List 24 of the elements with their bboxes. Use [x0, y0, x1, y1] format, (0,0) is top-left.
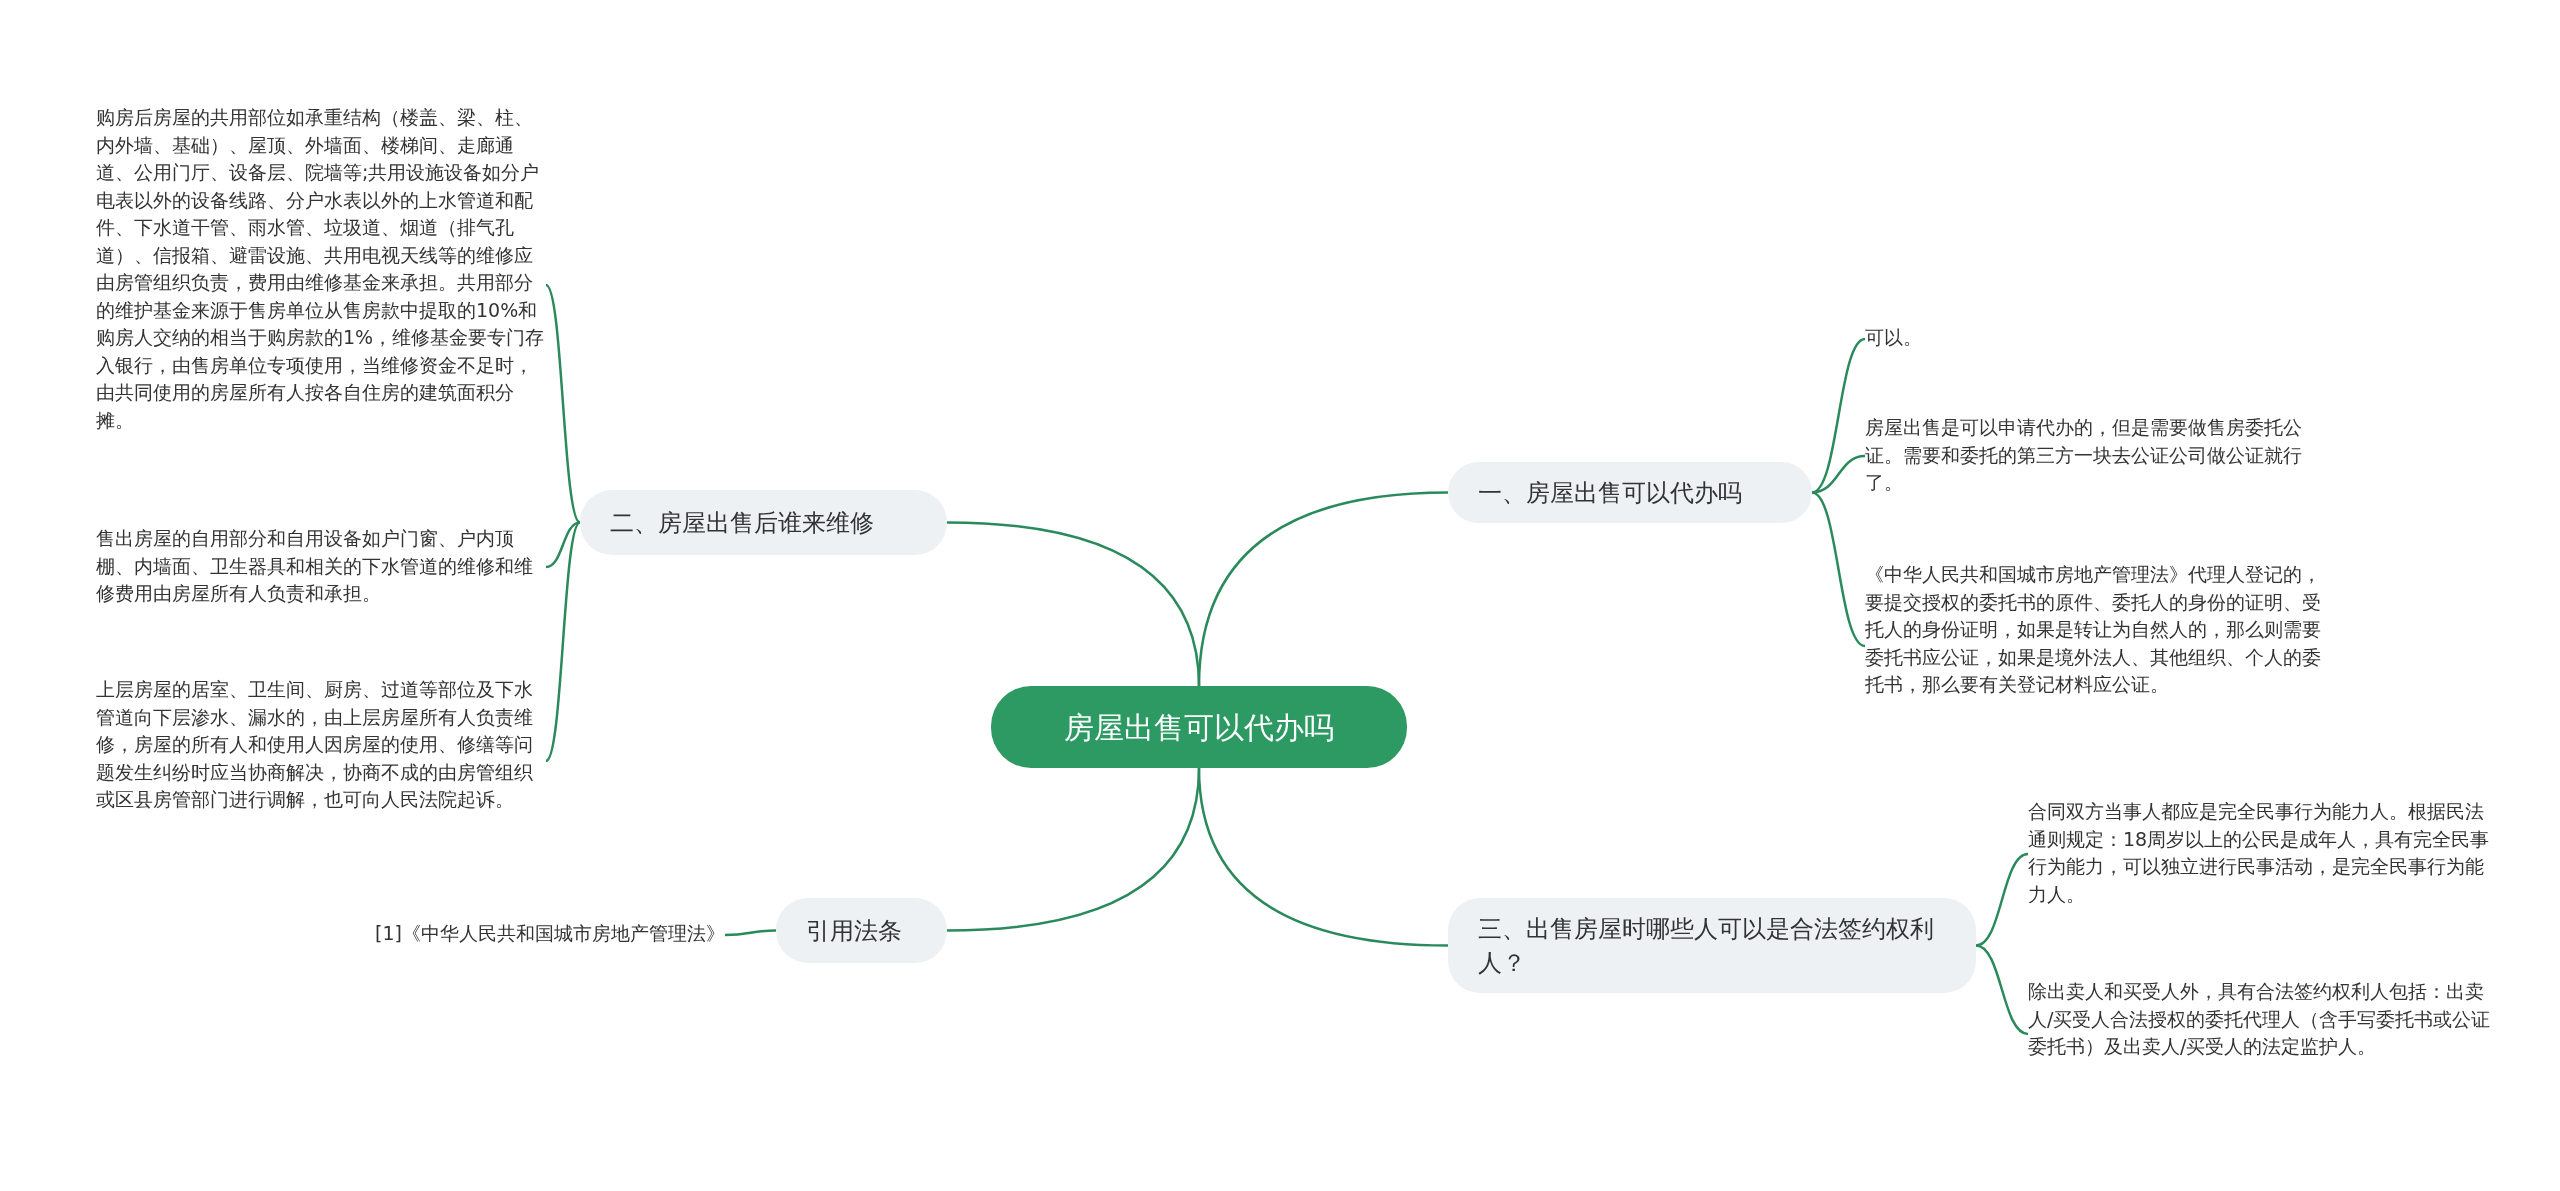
topic-pill: 一、房屋出售可以代办吗	[1448, 462, 1812, 523]
connector-line	[1975, 944, 2029, 1036]
connector-line	[946, 767, 1201, 932]
leaf-text: 上层房屋的居室、卫生间、厨房、过道等部位及下水管道向下层渗水、漏水的，由上层房屋所有人负责维修，房屋的所有人和使用人因房屋的使用、修缮等问题发生纠纷时应当协商解决，协商不成的由房管组织或区县房管部门进行调解，也可向人民法院起诉。	[96, 676, 546, 846]
leaf-text: 可以。	[1865, 324, 2325, 354]
leaf-text: 房屋出售是可以申请代办的，但是需要做售房委托公证。需要和委托的第三方一块去公证公司做公证就行了。	[1865, 414, 2325, 498]
connector-line	[946, 521, 1201, 687]
connector-line	[545, 521, 581, 569]
leaf-text: 除出卖人和买受人外，具有合法签约权利人包括：出卖人/买受人合法授权的委托代理人（含手写委托书或公证委托书）及出卖人/买受人的法定监护人。	[2028, 978, 2498, 1090]
topic-pill: 二、房屋出售后谁来维修	[580, 490, 947, 555]
connector-line	[725, 929, 776, 937]
connector-line	[1975, 852, 2029, 947]
leaf-text: 售出房屋的自用部分和自用设备如户门窗、户内顶棚、内墙面、卫生器具和相关的下水管道的维修和维修费用由房屋所有人负责和承担。	[96, 525, 546, 609]
leaf-text: [1]《中华人民共和国城市房地产管理法》	[320, 920, 725, 950]
leaf-text: 《中华人民共和国城市房地产管理法》代理人登记的，要提交授权的委托书的原件、委托人的身份的证明、受托人的身份证明，如果是转让为自然人的，那么则需要委托书应公证，如果是境外法人、其他组织、个人的委托书，那么要有关登记材料应公证。	[1865, 561, 2325, 731]
leaf-text: 合同双方当事人都应是完全民事行为能力人。根据民法通则规定：18周岁以上的公民是成年人，具有完全民事行为能力，可以独立进行民事活动，是完全民事行为能力人。	[2028, 798, 2498, 910]
connector-line	[1811, 491, 1866, 648]
central-topic: 房屋出售可以代办吗	[991, 686, 1407, 768]
connector-line	[545, 284, 581, 524]
connector-line	[1811, 454, 1866, 494]
leaf-text: 购房后房屋的共用部位如承重结构（楼盖、梁、柱、内外墙、基础）、屋顶、外墙面、楼梯间、走廊通道、公用门厅、设备层、院墙等;共用设施设备如分户电表以外的设备线路、分户水表以外的上水管道和配件、下水道干管、雨水管、垃圾道、烟道（排气孔道）、信报箱、避雷设施、共用电视天线等的维修应由房管组织负责，费用由维修基金来承担。共用部分的维护基金来源于售房单位从售房款中提取的10%和购房人交纳的相当于购房款的1%，维修基金要专门存入银行，由售房单位专项使用，当维修资金不足时，由共同使用的房屋所有人按各自住房的建筑面积分摊。	[96, 104, 546, 466]
connector-line	[545, 521, 581, 762]
topic-pill: 引用法条	[776, 898, 947, 963]
topic-pill: 三、出售房屋时哪些人可以是合法签约权利人？	[1448, 898, 1976, 993]
